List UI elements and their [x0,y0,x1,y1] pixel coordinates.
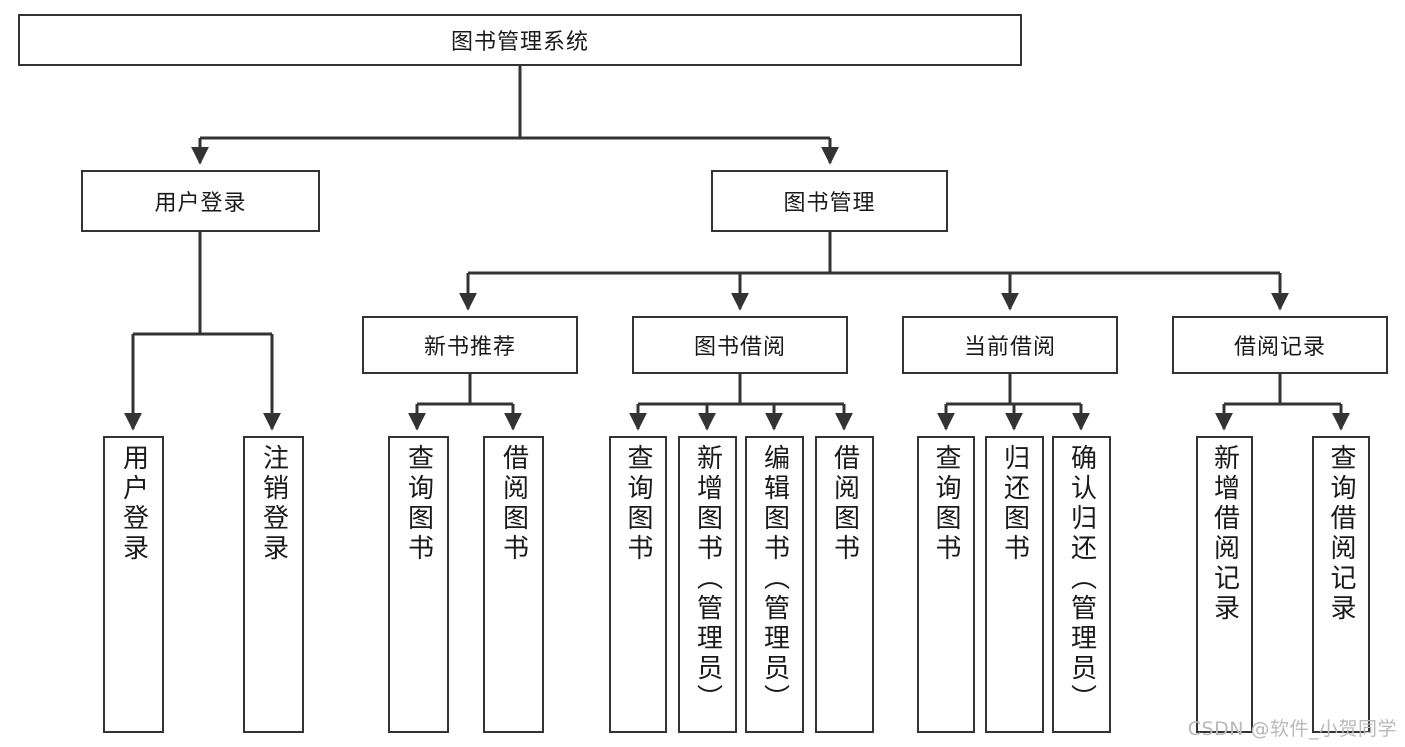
leaf-label: 借阅图书 [498,444,529,564]
node-book-borrow-label: 图书借阅 [693,335,786,360]
leaf-label: 查询图书 [931,444,961,564]
leaf-record-add-record[interactable]: 新增借阅记录 [1196,436,1253,733]
leaf-borrow-add-book-admin[interactable]: 新增图书（管理员） [678,436,737,733]
leaf-record-query-record[interactable]: 查询借阅记录 [1312,436,1370,733]
leaf-label: 查询图书 [403,444,434,564]
node-root[interactable]: 图书管理系统 [18,14,1022,66]
leaf-borrow-borrow-book[interactable]: 借阅图书 [815,436,874,733]
leaf-borrow-query-book[interactable]: 查询图书 [609,436,667,733]
node-current-borrow-label: 当前借阅 [963,335,1056,360]
leaf-user-login-logout[interactable]: 注销登录 [243,436,304,733]
leaf-label: 用户登录 [118,444,149,564]
leaf-user-login-login[interactable]: 用户登录 [103,436,164,733]
node-book-borrow[interactable]: 图书借阅 [632,316,848,374]
node-borrow-record[interactable]: 借阅记录 [1172,316,1388,374]
leaf-label: 新增借阅记录 [1209,444,1240,624]
leaf-label: 编辑图书（管理员） [759,444,790,714]
leaf-recommend-query-book[interactable]: 查询图书 [388,436,449,733]
node-book-management-label: 图书管理 [783,191,876,216]
leaf-current-confirm-return-admin[interactable]: 确认归还（管理员） [1052,436,1111,733]
node-user-login-label: 用户登录 [154,191,247,216]
leaf-current-return-book[interactable]: 归还图书 [985,436,1044,733]
leaf-label: 查询借阅记录 [1326,444,1356,624]
node-current-borrow[interactable]: 当前借阅 [902,316,1118,374]
leaf-label: 归还图书 [999,444,1030,564]
node-book-management[interactable]: 图书管理 [711,170,948,232]
leaf-current-query-book[interactable]: 查询图书 [917,436,975,733]
leaf-recommend-borrow-book[interactable]: 借阅图书 [483,436,544,733]
leaf-label: 注销登录 [258,444,289,564]
leaf-label: 查询图书 [623,444,653,564]
leaf-label: 确认归还（管理员） [1066,444,1097,714]
node-borrow-record-label: 借阅记录 [1233,335,1326,360]
leaf-label: 新增图书（管理员） [692,444,723,714]
node-new-book-recommend[interactable]: 新书推荐 [362,316,578,374]
leaf-label: 借阅图书 [829,444,860,564]
node-root-label: 图书管理系统 [450,30,589,55]
node-user-login[interactable]: 用户登录 [81,170,320,232]
node-new-book-recommend-label: 新书推荐 [423,335,516,360]
leaf-borrow-edit-book-admin[interactable]: 编辑图书（管理员） [745,436,804,733]
